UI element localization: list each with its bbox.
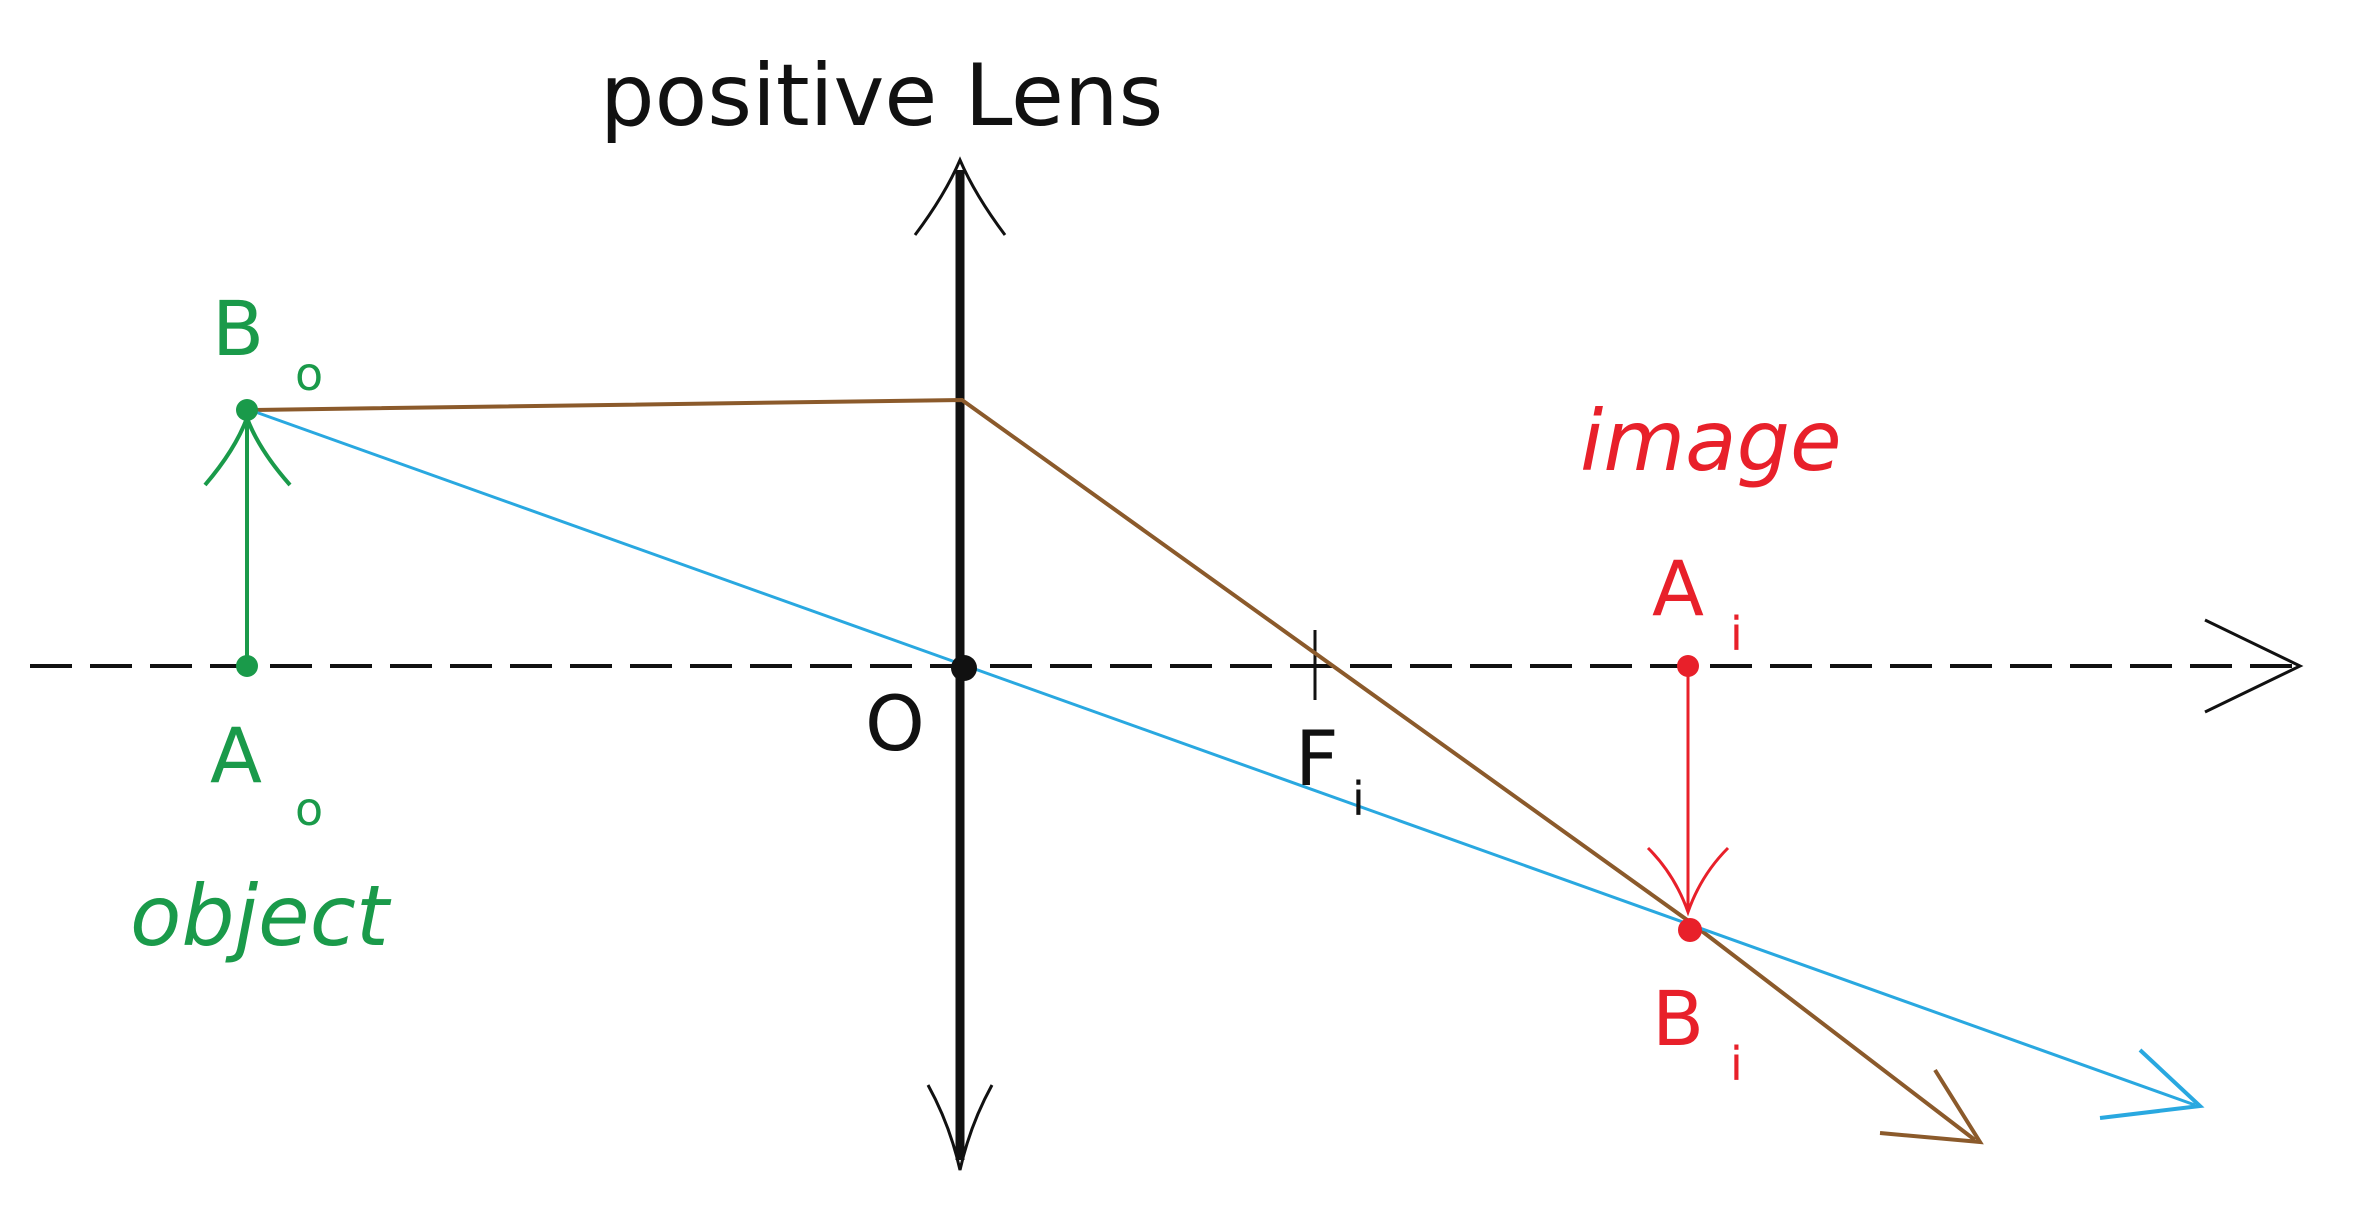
label-lens-center: O (865, 679, 925, 768)
image-base-point (1677, 655, 1699, 677)
object-top-point (236, 399, 258, 421)
ray-center-arrowhead (2099, 1048, 2205, 1120)
label-object-base-sub: o (295, 782, 323, 836)
lens-top-arrowhead (913, 156, 1007, 236)
object-base-point (236, 655, 258, 677)
label-object-base: A (210, 711, 262, 800)
label-image-tip-sub: i (1730, 1037, 1743, 1091)
label-image-base: A (1652, 544, 1704, 633)
label-object-top: B (212, 284, 264, 373)
ray-parallel-arrowhead (1879, 1068, 1984, 1145)
label-image-tip: B (1652, 974, 1704, 1063)
image-tip-point (1678, 918, 1702, 942)
lens-bottom-arrowhead (926, 1084, 994, 1171)
optical-axis-arrowhead (2204, 618, 2304, 714)
label-image-base-sub: i (1730, 607, 1743, 661)
diagram-title: positive Lens (600, 46, 1163, 146)
ray-parallel-through-focus (249, 397, 1977, 1142)
lens-center-point (951, 655, 977, 681)
label-focal-sub: i (1352, 772, 1365, 826)
ray-through-center (249, 408, 2196, 1107)
label-object-word: object (130, 867, 392, 965)
image-arrow-head (1646, 846, 1730, 917)
label-object-top-sub: o (295, 347, 323, 401)
label-image-word: image (1580, 392, 1842, 490)
label-focal-point: F (1295, 714, 1339, 803)
